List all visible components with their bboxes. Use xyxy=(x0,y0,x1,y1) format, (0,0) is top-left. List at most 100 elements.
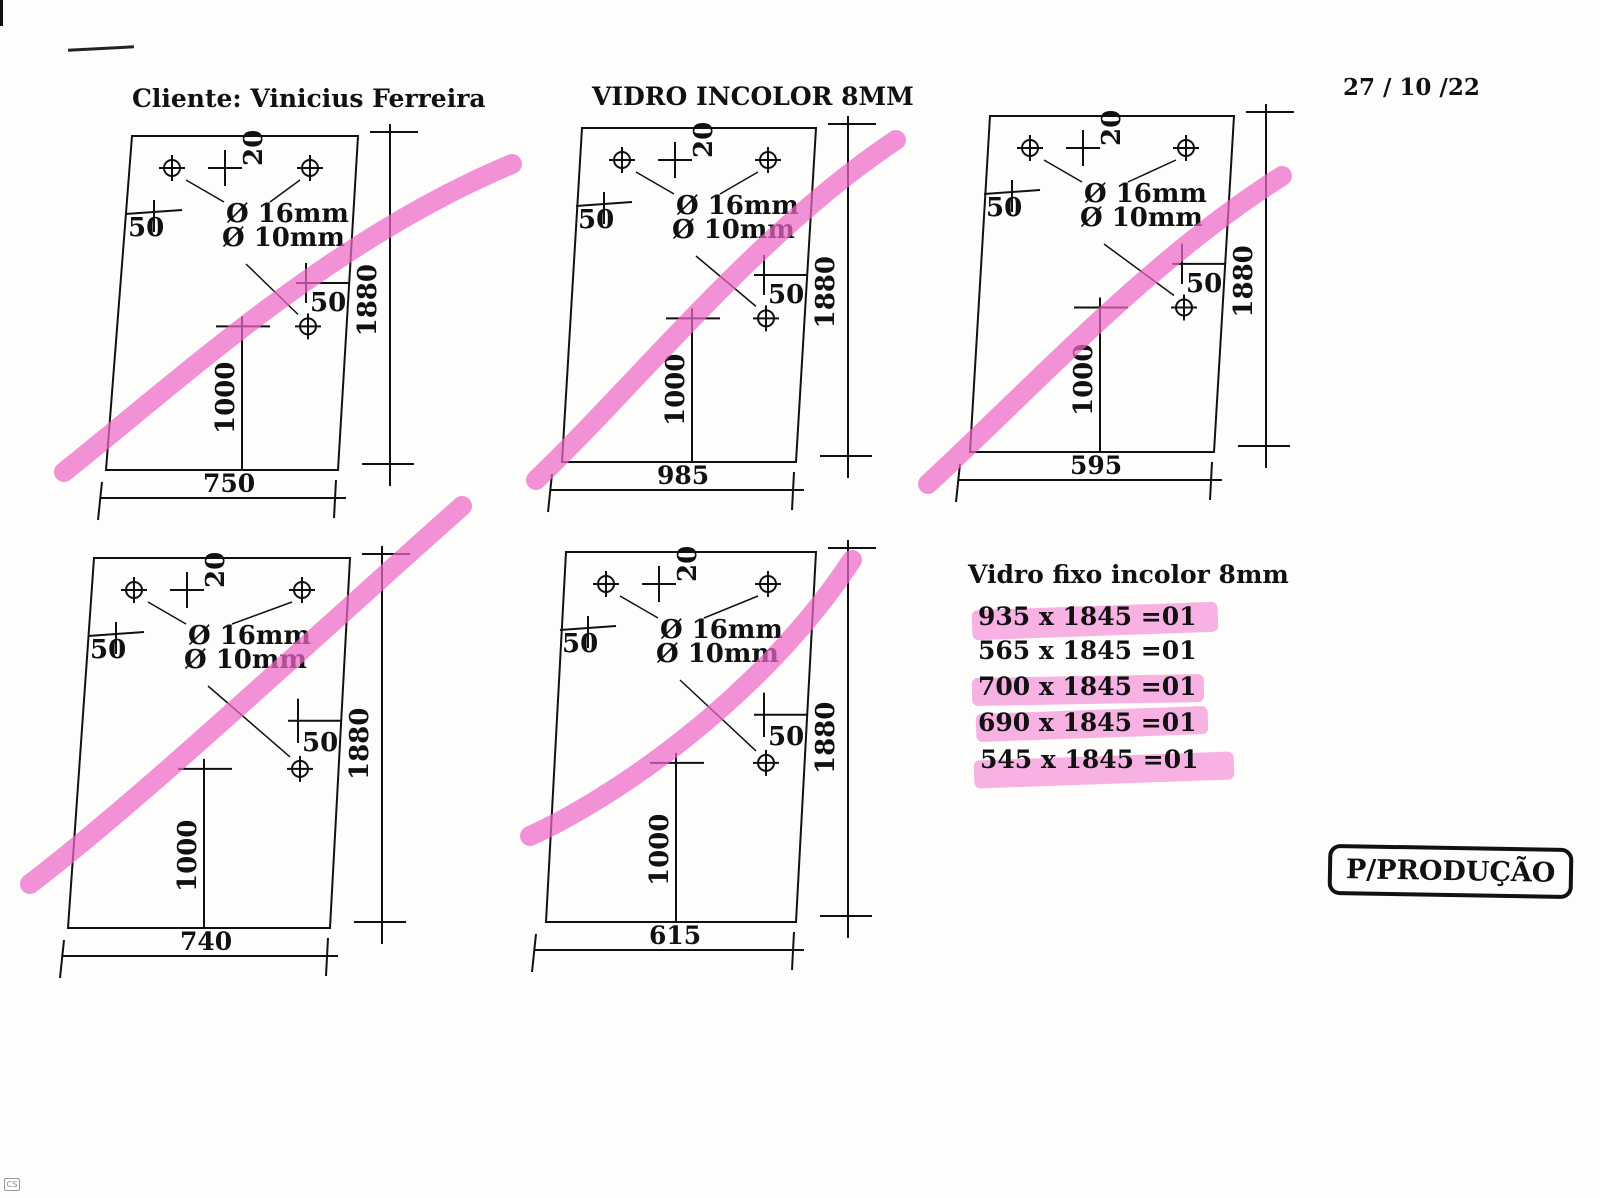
offset-side-label: 50 xyxy=(768,722,804,752)
highlighter-stroke xyxy=(526,130,906,490)
width-dimension-tick xyxy=(955,463,961,503)
hole-10mm-label: Ø 10mm xyxy=(1080,203,1203,233)
panel-width-label: 615 xyxy=(649,921,701,950)
width-dimension-tick xyxy=(325,937,329,977)
scanner-logo: CS xyxy=(4,1178,20,1191)
client-name: Cliente: Vinicius Ferreira xyxy=(132,84,486,113)
production-stamp: P/PRODUÇÃO xyxy=(1327,843,1574,900)
leader-line xyxy=(1043,159,1083,183)
leader-line xyxy=(245,263,299,315)
hole-marker-icon xyxy=(289,577,315,603)
panel-width-label: 750 xyxy=(203,469,255,498)
handle-height-label: 1000 xyxy=(645,814,675,886)
glass-outline xyxy=(104,135,360,471)
offset-side-label: 50 xyxy=(562,629,598,659)
highlighter-stroke xyxy=(918,166,1292,494)
width-dimension-tick xyxy=(791,471,795,511)
width-dimension-tick xyxy=(97,481,103,521)
handle-height-label: 1000 xyxy=(173,820,203,892)
leader-line xyxy=(231,601,293,625)
hole-marker-icon xyxy=(755,571,781,597)
width-dimension-tick xyxy=(531,933,537,973)
offset-top-label: 20 xyxy=(239,130,269,166)
hole-marker-icon xyxy=(287,755,313,782)
fixed-glass-item: 690 x 1845 =01 xyxy=(978,708,1197,737)
hole-marker-icon xyxy=(121,577,147,603)
material-title: VIDRO INCOLOR 8MM xyxy=(592,82,914,111)
offset-side-label: 50 xyxy=(768,280,804,310)
edge-mark xyxy=(0,0,3,26)
hole-marker-icon xyxy=(297,155,323,181)
hole-16mm-label: Ø 16mm xyxy=(676,191,799,221)
panel-width-label: 740 xyxy=(180,927,232,956)
highlighter-stroke xyxy=(20,496,472,894)
hole-marker-icon xyxy=(295,313,321,340)
glass-outline xyxy=(66,557,352,929)
hole-marker-icon xyxy=(159,155,185,181)
hole-16mm-label: Ø 16mm xyxy=(226,199,349,229)
height-label: 1880 xyxy=(811,256,841,328)
fixed-glass-item: 935 x 1845 =01 xyxy=(978,602,1197,631)
leader-line xyxy=(147,601,187,625)
order-date: 27 / 10 /22 xyxy=(1343,74,1480,101)
offset-top-label: 20 xyxy=(689,122,719,158)
leader-line xyxy=(1127,159,1177,183)
panel-width-label: 985 xyxy=(657,461,709,490)
height-label: 1880 xyxy=(345,708,375,780)
hole-marker-icon xyxy=(753,749,779,776)
offset-top-label: 20 xyxy=(201,552,231,588)
glass-outline xyxy=(560,127,818,463)
highlighter-stroke xyxy=(520,550,862,846)
hole-marker-icon xyxy=(753,305,779,332)
leader-line xyxy=(185,179,225,203)
fixed-glass-item: 545 x 1845 =01 xyxy=(980,745,1199,774)
height-label: 1880 xyxy=(353,264,383,336)
width-dimension-tick xyxy=(791,931,795,971)
offset-side-label: 50 xyxy=(302,728,338,758)
offset-side-label: 50 xyxy=(90,635,126,665)
leader-line xyxy=(269,179,301,203)
leader-line xyxy=(635,171,675,195)
hole-10mm-label: Ø 10mm xyxy=(222,223,345,253)
hole-marker-icon xyxy=(609,147,635,173)
offset-side-label: 50 xyxy=(1186,269,1222,299)
hole-marker-icon xyxy=(1017,135,1043,161)
leader-line xyxy=(703,595,759,619)
leader-line xyxy=(1103,243,1175,297)
offset-top-label: 20 xyxy=(1097,110,1127,146)
hole-marker-icon xyxy=(755,147,781,173)
height-label: 1880 xyxy=(1229,245,1259,317)
hole-marker-icon xyxy=(1171,294,1197,321)
offset-side-label: 50 xyxy=(986,193,1022,223)
fixed-glass-title: Vidro fixo incolor 8mm xyxy=(968,560,1289,589)
highlighter-stroke xyxy=(54,154,522,482)
leader-line xyxy=(719,171,759,195)
hole-16mm-label: Ø 16mm xyxy=(1084,179,1207,209)
offset-side-label: 50 xyxy=(128,213,164,243)
width-dimension-tick xyxy=(1209,461,1213,501)
fixed-glass-item: 700 x 1845 =01 xyxy=(978,672,1197,701)
glass-outline xyxy=(544,551,818,923)
handle-height-label: 1000 xyxy=(211,362,241,434)
glass-outline xyxy=(968,115,1236,453)
width-dimension-tick xyxy=(59,939,65,979)
handle-height-label: 1000 xyxy=(661,354,691,426)
hole-marker-icon xyxy=(1173,135,1199,161)
leader-line xyxy=(619,595,659,619)
offset-side-label: 50 xyxy=(310,288,346,318)
leader-line xyxy=(207,685,291,758)
fixed-glass-item: 565 x 1845 =01 xyxy=(978,636,1197,665)
offset-top-label: 20 xyxy=(673,546,703,582)
panel-width-label: 595 xyxy=(1070,451,1122,480)
height-label: 1880 xyxy=(811,702,841,774)
hole-marker-icon xyxy=(593,571,619,597)
hole-16mm-label: Ø 16mm xyxy=(188,621,311,651)
offset-side-label: 50 xyxy=(578,205,614,235)
